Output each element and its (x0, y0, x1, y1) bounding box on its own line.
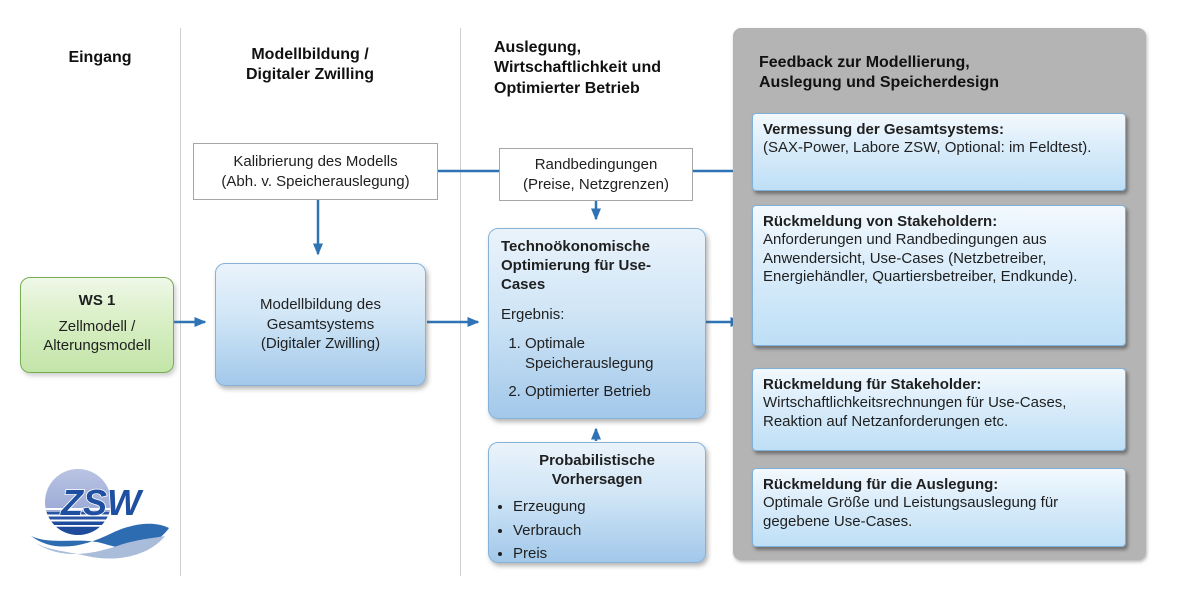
box-ws1-title: WS 1 (78, 292, 116, 309)
box-techno-label: Ergebnis: (501, 305, 565, 323)
column-header-auslegung: Auslegung, Wirtschaftlichkeit und Optimi… (494, 39, 661, 97)
list-item: Optimale Speicherauslegung (525, 334, 695, 373)
feedback-box-body: Anforderungen und Randbedingungen aus An… (763, 231, 1078, 285)
feedback-box-body: Optimale Größe und Leistungsauslegung fü… (763, 494, 1059, 530)
feedback-box-vermessung: Vermessung der Gesamtsystems: (SAX-Power… (752, 113, 1126, 191)
feedback-box-auslegung: Rückmeldung für die Auslegung: Optimale … (752, 468, 1126, 547)
feedback-box-title: Rückmeldung von Stakeholdern: (763, 213, 998, 230)
list-item: Preis (513, 544, 705, 564)
box-techno-optimierung: Technoökonomische Optimierung für Use-Ca… (488, 228, 706, 419)
logo-wave-light (33, 536, 165, 559)
box-ws1: WS 1 Zellmodell / Alterungsmodell (20, 277, 174, 373)
list-item: Optimierter Betrieb (525, 382, 695, 402)
feedback-box-title: Vermessung der Gesamtsystems: (763, 121, 1004, 138)
column-header-modellbildung: Modellbildung / Digitaler Zwilling (245, 46, 374, 84)
column-divider-1 (180, 28, 181, 576)
box-kalibrierung: Kalibrierung des Modells (Abh. v. Speich… (193, 143, 438, 200)
box-vorhersagen-title: Probabilistische Vorhersagen (539, 452, 655, 489)
column-header-feedback: Feedback zur Modellierung, Auslegung und… (759, 54, 1000, 92)
box-vorhersagen: Probabilistische Vorhersagen Erzeugung V… (488, 442, 706, 563)
feedback-box-title: Rückmeldung für die Auslegung: (763, 476, 999, 493)
list-item: Verbrauch (513, 521, 705, 541)
logo-globe-stripes (45, 508, 111, 535)
logo-text: ZSW (60, 482, 144, 523)
feedback-box-title: Rückmeldung für Stakeholder: (763, 376, 982, 393)
zsw-logo: ZSW (31, 469, 169, 559)
feedback-box-body: (SAX-Power, Labore ZSW, Optional: im Fel… (763, 139, 1092, 157)
feedback-box-stakeholdern: Rückmeldung von Stakeholdern: Anforderun… (752, 205, 1126, 346)
box-techno-list: Optimale Speicherauslegung Optimierter B… (501, 334, 695, 402)
feedback-box-body: Wirtschaftlichkeitsrechnungen für Use-Ca… (763, 394, 1067, 430)
column-header-eingang: Eingang (68, 49, 132, 66)
box-techno-title: Technoökonomische Optimierung für Use-Ca… (501, 238, 652, 294)
box-vorhersagen-list: Erzeugung Verbrauch Preis (489, 497, 705, 564)
box-ws1-body: Zellmodell / Alterungsmodell (43, 317, 151, 355)
box-modellbildung: Modellbildung des Gesamtsystems (Digital… (215, 263, 426, 386)
feedback-panel: Feedback zur Modellierung, Auslegung und… (733, 28, 1146, 560)
list-item: Erzeugung (513, 497, 705, 517)
column-divider-2 (460, 28, 461, 576)
feedback-box-fuer-stakeholder: Rückmeldung für Stakeholder: Wirtschaftl… (752, 368, 1126, 451)
box-randbedingungen: Randbedingungen (Preise, Netzgrenzen) (499, 148, 693, 201)
